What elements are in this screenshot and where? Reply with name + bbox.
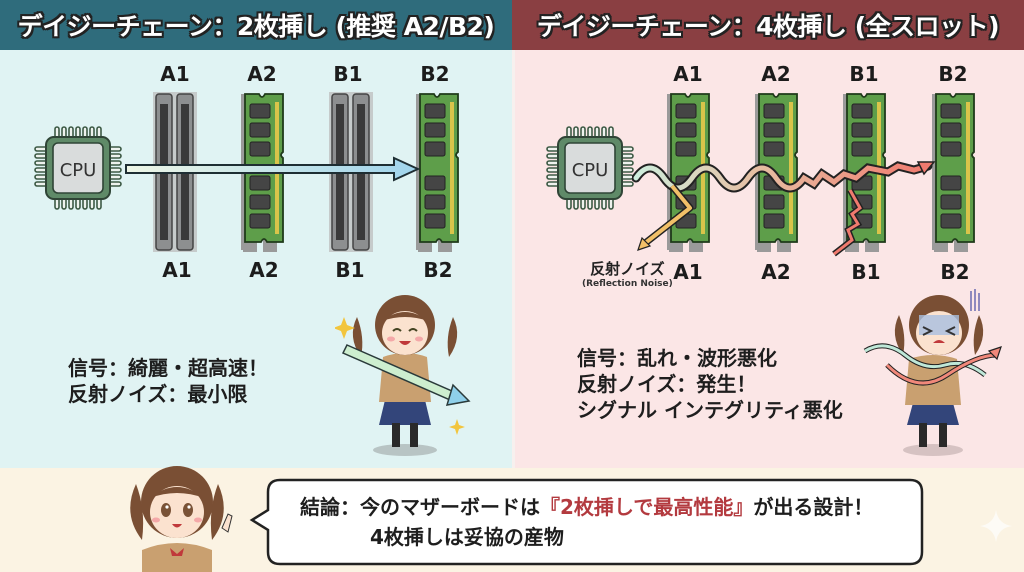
signal-status: 信号：乱れ・波形悪化 xyxy=(577,346,777,370)
slot-label-a1-top: A1 xyxy=(673,62,703,86)
cpu-chip-icon xyxy=(33,123,123,213)
conclusion-line-1: 結論：今のマザーボードは『2枚挿しで最高性能』が出る設計！ xyxy=(300,495,874,519)
left-panel-two-dimms: デイジーチェーン：2枚挿し (推奨 A2/B2) A1 A2 B1 B2 A1 … xyxy=(0,0,512,468)
sparkle-icon xyxy=(980,510,1012,542)
conclusion-text: 結論：今のマザーボードは『2枚挿しで最高性能』が出る設計！ 4枚挿しは妥協の産物 xyxy=(300,492,873,552)
right-panel-title: デイジーチェーン：4枚挿し (全スロット) xyxy=(512,0,1024,50)
cpu-chip-icon xyxy=(545,123,635,213)
speech-bubble xyxy=(249,478,924,566)
distressed-girl-character-icon xyxy=(847,285,1007,460)
slot-label-b2-bottom: B2 xyxy=(940,260,970,284)
slot-label-b1-bottom: B1 xyxy=(851,260,881,284)
left-panel-title: デイジーチェーン：2枚挿し (推奨 A2/B2) xyxy=(0,0,512,50)
left-status-text: 信号：綺麗・超高速！ 反射ノイズ：最小限 xyxy=(68,355,268,407)
slot-label-b1-top: B1 xyxy=(333,62,363,86)
cpu-label: CPU xyxy=(571,160,609,181)
clean-signal-arrow-icon xyxy=(125,156,420,182)
slot-label-b2-bottom: B2 xyxy=(423,258,453,282)
integrity-status: シグナル インテグリティ悪化 xyxy=(577,398,843,422)
slot-label-a2-top: A2 xyxy=(247,62,277,86)
slot-label-b2-top: B2 xyxy=(938,62,968,86)
distorted-signal-wave-icon xyxy=(632,161,936,257)
slot-label-b1-top: B1 xyxy=(849,62,879,86)
slot-label-a2-top: A2 xyxy=(761,62,791,86)
noise-status: 反射ノイズ：最小限 xyxy=(68,382,248,406)
signal-status: 信号：綺麗・超高速！ xyxy=(68,356,268,380)
slot-label-a1-bottom: A1 xyxy=(162,258,192,282)
noise-status: 反射ノイズ：発生！ xyxy=(577,372,757,396)
right-status-text: 信号：乱れ・波形悪化 反射ノイズ：発生！ シグナル インテグリティ悪化 xyxy=(577,345,843,423)
pointing-girl-character-icon xyxy=(112,458,242,572)
right-panel-four-dimms: デイジーチェーン：4枚挿し (全スロット) A1 A2 B1 B2 A1 A2 … xyxy=(512,0,1024,468)
slot-label-a2-bottom: A2 xyxy=(761,260,791,284)
conclusion-line-2: 4枚挿しは妥協の産物 xyxy=(370,525,564,549)
ram-module-a1 xyxy=(665,92,711,252)
reflection-noise-label: 反射ノイズ (Reflection Noise) xyxy=(582,260,673,289)
conclusion-highlight: 『2枚挿しで最高性能』 xyxy=(540,495,754,519)
cpu-label: CPU xyxy=(59,160,97,181)
slot-label-a2-bottom: A2 xyxy=(249,258,279,282)
slot-label-b1-bottom: B1 xyxy=(335,258,365,282)
slot-label-a1-bottom: A1 xyxy=(673,260,703,284)
slot-label-a1-top: A1 xyxy=(160,62,190,86)
ram-module-b2 xyxy=(930,92,976,252)
slot-label-b2-top: B2 xyxy=(420,62,450,86)
happy-girl-character-icon xyxy=(333,285,475,460)
ram-module-b2 xyxy=(414,92,460,252)
